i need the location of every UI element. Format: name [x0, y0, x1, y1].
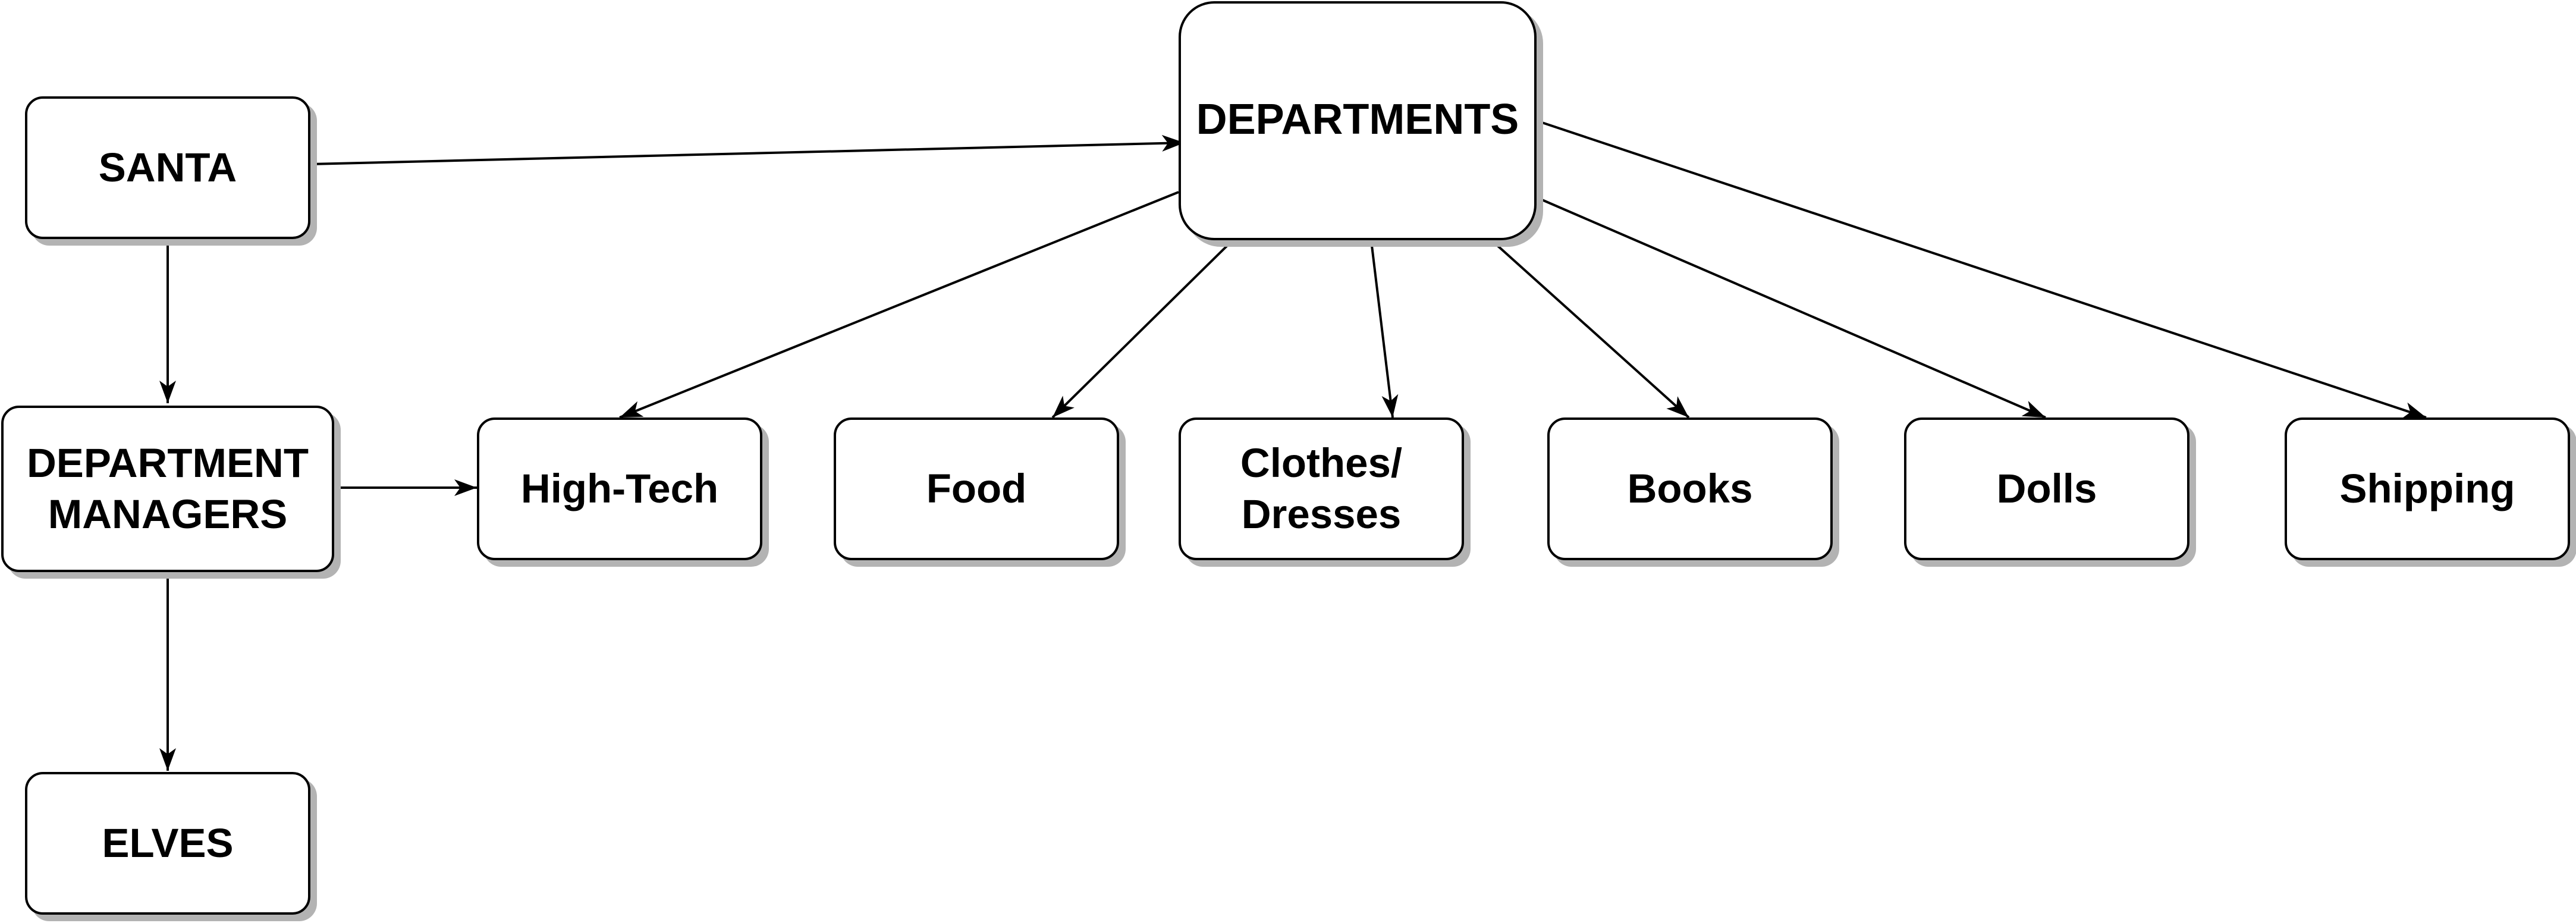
- node-dolls[interactable]: Dolls: [1904, 417, 2189, 560]
- node-departments[interactable]: DEPARTMENTS: [1179, 1, 1537, 240]
- edge-departments-shipping: [1536, 120, 2427, 419]
- node-books[interactable]: Books: [1547, 417, 1833, 560]
- node-clothes-dresses[interactable]: Clothes/ Dresses: [1179, 417, 1464, 560]
- node-santa[interactable]: SANTA: [25, 96, 310, 239]
- node-food[interactable]: Food: [834, 417, 1119, 560]
- edge-departments-food: [1051, 240, 1233, 419]
- edge-departments-high-tech: [619, 191, 1179, 419]
- node-elves[interactable]: ELVES: [25, 772, 310, 915]
- edge-departments-dolls: [1536, 196, 2046, 419]
- node-high-tech[interactable]: High-Tech: [477, 417, 762, 560]
- edge-departments-clothes-dresses: [1370, 240, 1399, 418]
- node-department-managers[interactable]: DEPARTMENT MANAGERS: [1, 406, 334, 572]
- edge-departments-books: [1489, 238, 1690, 419]
- node-shipping[interactable]: Shipping: [2285, 417, 2570, 560]
- edge-santa-departments: [310, 134, 1185, 165]
